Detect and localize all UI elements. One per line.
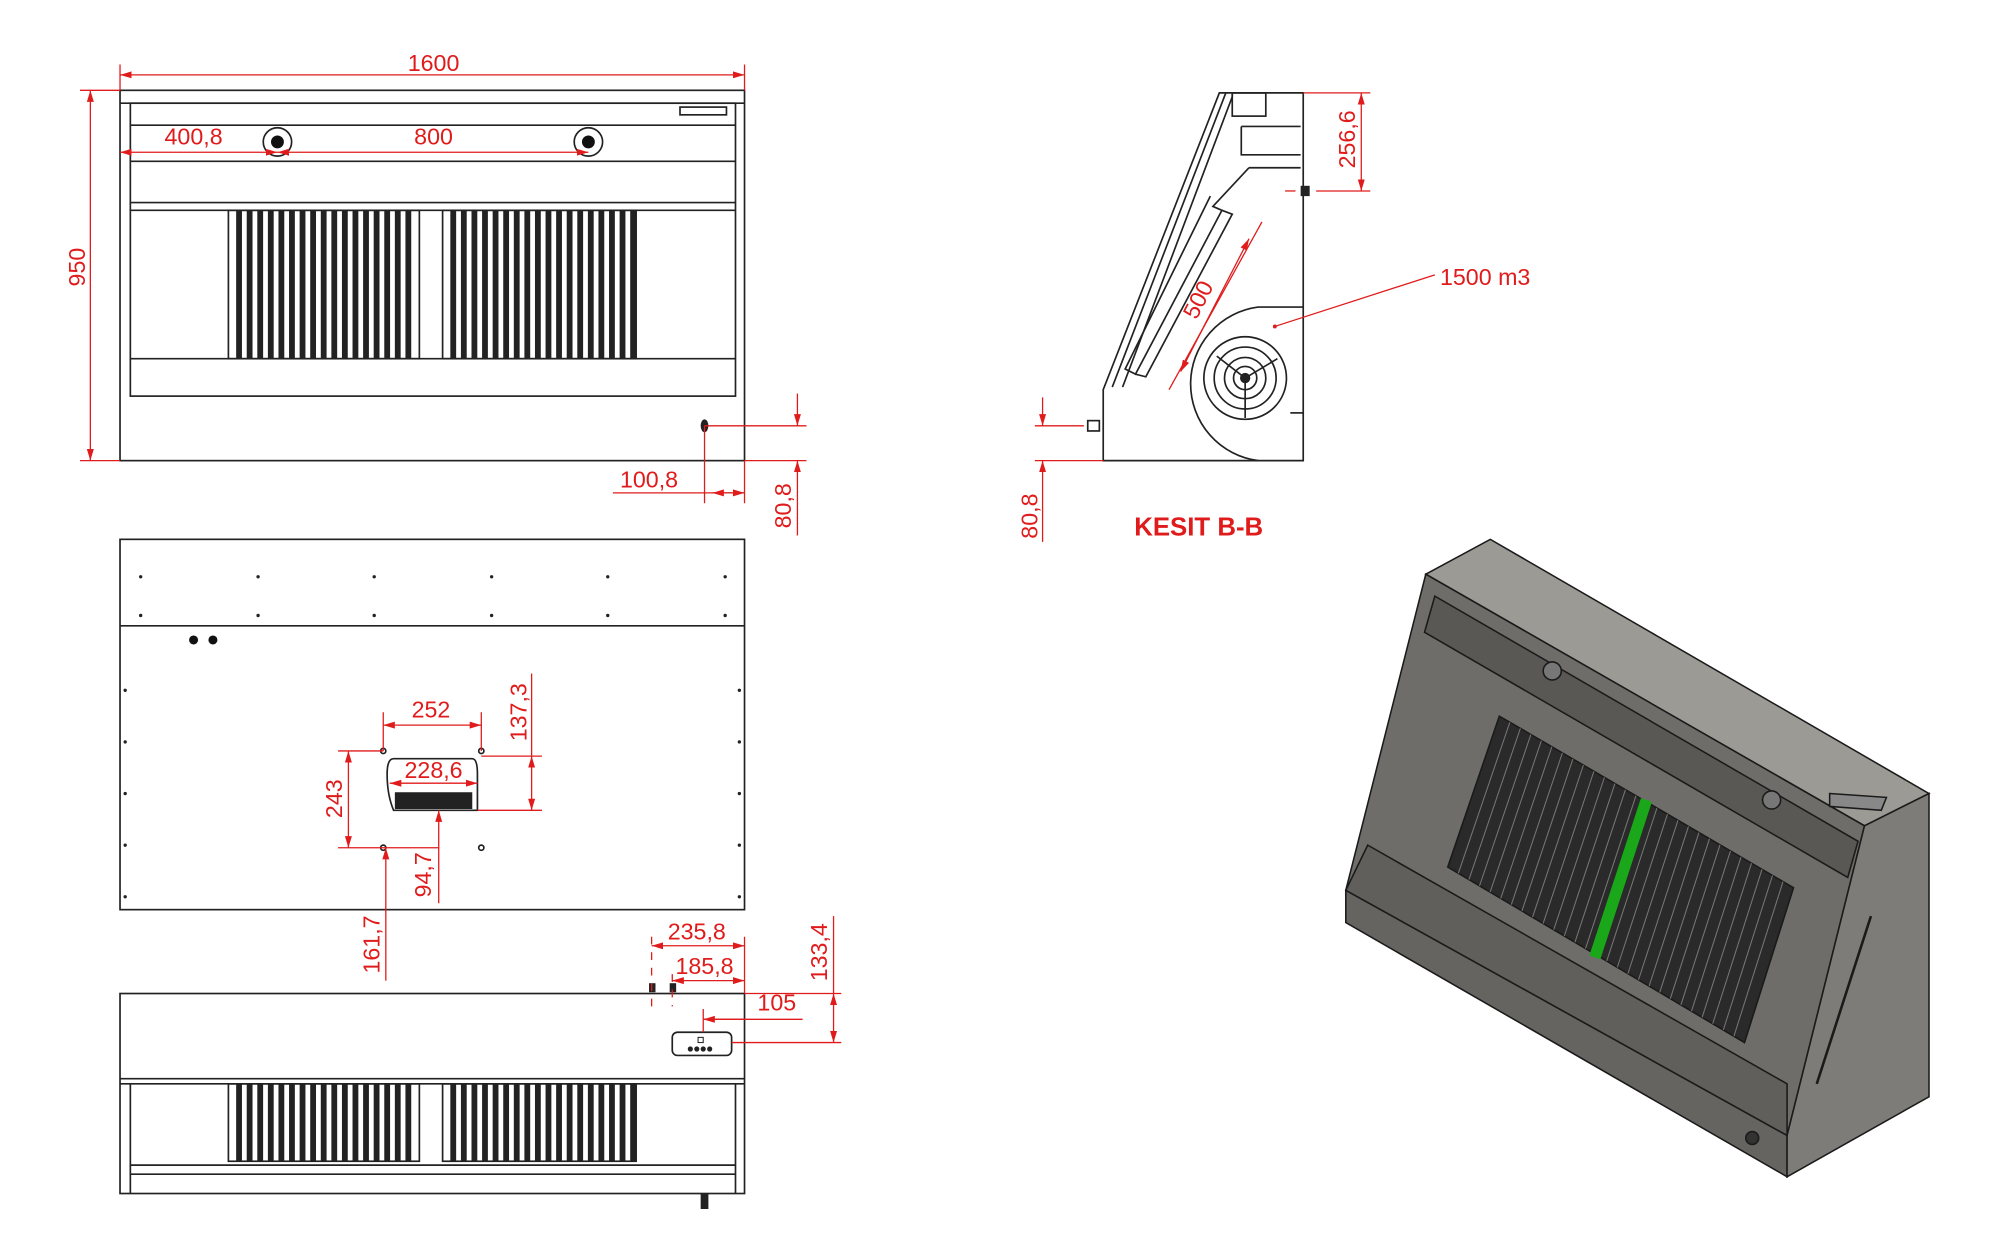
dimension-height: 950 <box>64 248 90 287</box>
top-view: 252 137,3 228,6 243 94,7 161,7 <box>119 538 746 981</box>
dimension-bottom: 80,8 <box>1016 494 1042 539</box>
control-panel-icon <box>671 1031 733 1057</box>
light-fixture-icon <box>1542 661 1563 681</box>
light-fixture-icon <box>1761 790 1782 810</box>
section-title: KESIT B-B <box>1134 513 1263 541</box>
light-fixture-icon <box>573 126 604 157</box>
dimension-hole-spacing-y: 243 <box>321 779 347 818</box>
isometric-render <box>1344 538 1931 1179</box>
grease-filters <box>227 1083 637 1163</box>
section-view: 256,6 500 1500 m3 80,8 KESIT B-B <box>1016 92 1530 542</box>
filter-highlight <box>1589 798 1652 960</box>
dimension-offset-a: 235,8 <box>668 918 726 944</box>
dimension-outlet-offset: 94,7 <box>410 852 436 897</box>
dimension-spacing: 800 <box>414 124 453 150</box>
exhaust-outlet <box>386 757 479 812</box>
dimension-hole-offset: 161,7 <box>358 915 384 973</box>
mounting-holes <box>123 575 742 899</box>
dimension-outlet-width: 228,6 <box>405 757 463 783</box>
front-view: 1600 950 400,8 800 100,8 80,8 <box>64 50 807 536</box>
dimension-hole-spacing-x: 252 <box>412 696 451 722</box>
drain-knob-icon <box>1745 1130 1760 1146</box>
dimension-outlet-depth: 137,3 <box>505 683 531 741</box>
airflow-label: 1500 m3 <box>1440 264 1530 290</box>
control-panel-icon <box>1828 792 1888 812</box>
dimension-width: 1600 <box>408 50 460 76</box>
dimension-knob-y: 80,8 <box>770 483 796 528</box>
dimension-knob-x: 100,8 <box>620 467 678 493</box>
fan-icon <box>1203 335 1288 421</box>
dimension-offset-b: 185,8 <box>675 953 733 979</box>
dimension-top: 256,6 <box>1334 110 1360 168</box>
bottom-view: 235,8 185,8 105 133,4 <box>119 916 842 1210</box>
light-fixture-icon <box>262 126 293 157</box>
drain-knob-icon <box>700 1193 709 1210</box>
dimension-panel-height: 133,4 <box>806 923 832 981</box>
dimension-left-offset: 400,8 <box>165 124 223 150</box>
grease-filters <box>227 209 637 360</box>
